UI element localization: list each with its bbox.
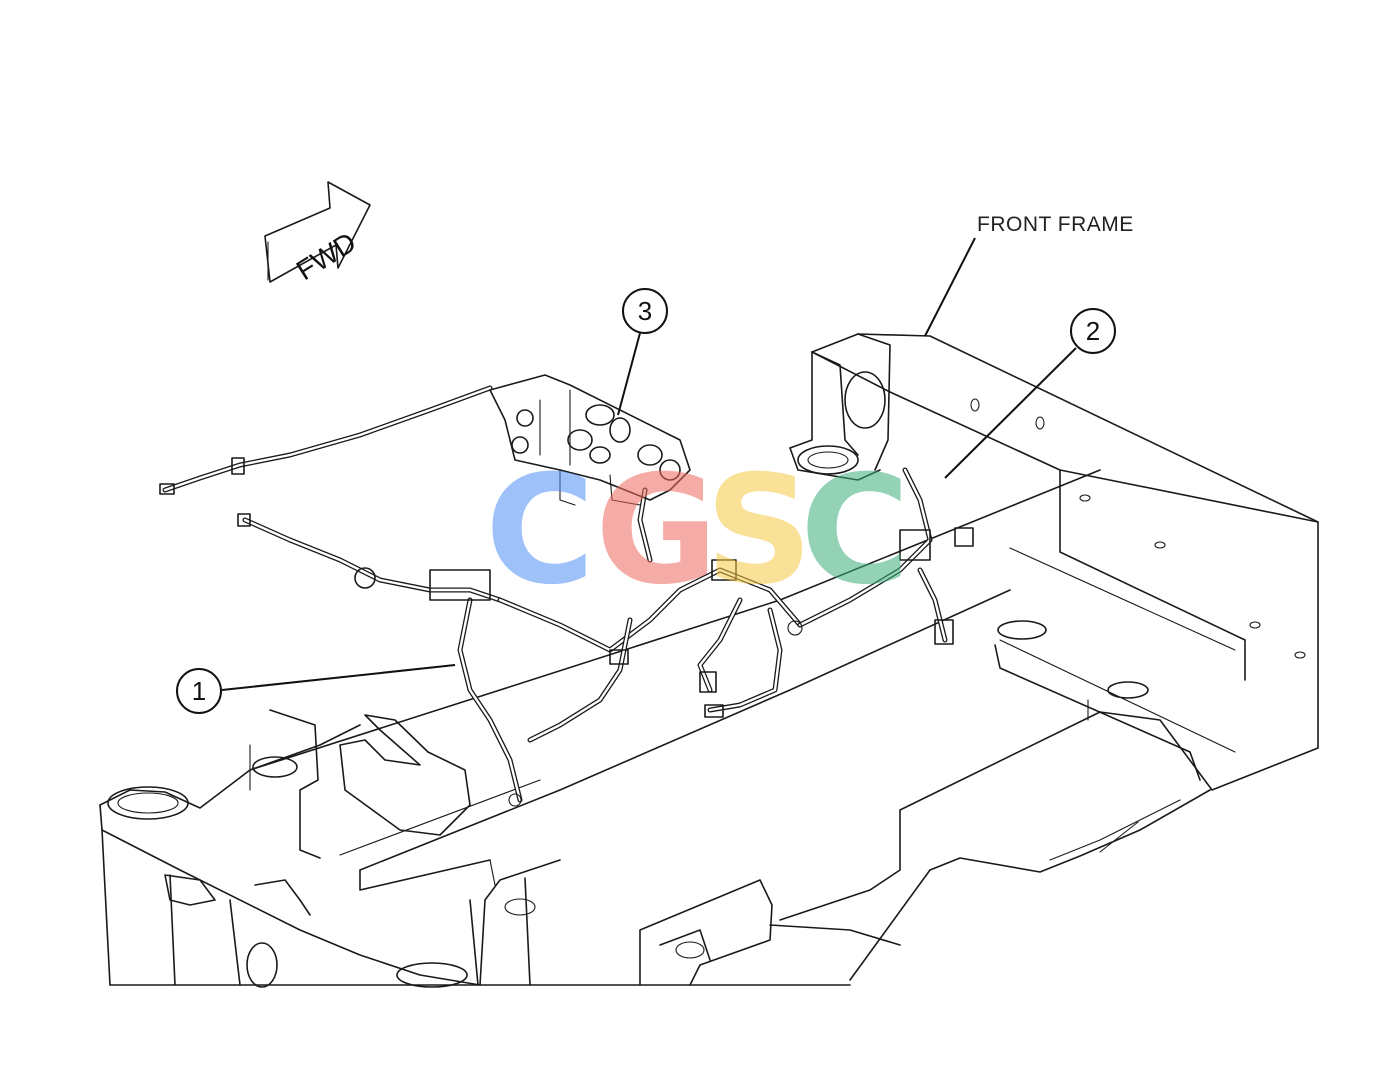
callout-1: 1 — [176, 664, 456, 714]
valve-assembly — [489, 374, 691, 506]
callout-1-number: 1 — [192, 676, 206, 706]
callout-2: 2 — [944, 308, 1116, 479]
front-frame — [779, 333, 1319, 981]
cgsc-watermark: C G S C — [485, 444, 910, 618]
fwd-label: FWD — [291, 226, 362, 286]
watermark-letter-c2: C — [800, 444, 910, 618]
callout-3-number: 3 — [638, 296, 652, 326]
watermark-letter-s: S — [705, 444, 813, 618]
rear-frame — [99, 469, 1101, 988]
fwd-direction-arrow: FWD — [264, 181, 371, 286]
callout-3: 3 — [617, 288, 668, 416]
watermark-letter-g: G — [595, 444, 718, 618]
watermark-letter-c1: C — [485, 444, 595, 618]
front-frame-label: FRONT FRAME — [977, 213, 1134, 236]
front-frame-label-group: FRONT FRAME — [924, 213, 1134, 337]
wiring-harness — [159, 385, 974, 807]
callout-2-number: 2 — [1086, 316, 1100, 346]
